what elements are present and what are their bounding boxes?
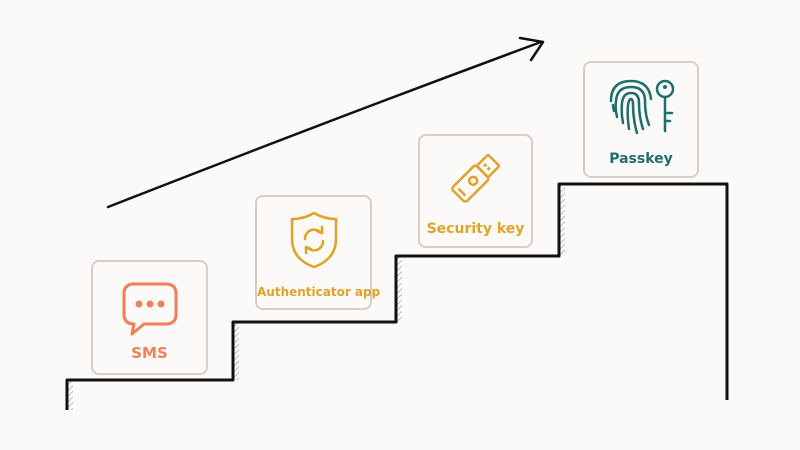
fingerprint-key-icon — [585, 71, 697, 139]
riser-hatch — [559, 184, 565, 256]
security-key-label: Security key — [426, 221, 525, 237]
progress-arrow — [106, 40, 543, 209]
shield-refresh-icon — [257, 209, 370, 271]
authenticator-app-card: Authenticator app — [255, 195, 381, 310]
sms-card: SMS — [91, 260, 208, 375]
riser-hatch — [396, 256, 402, 322]
chat-bubble-icon — [93, 280, 206, 338]
riser-hatch — [67, 380, 73, 410]
sms-label: SMS — [131, 344, 168, 362]
security-key-card: Security key — [418, 134, 533, 248]
passkey-card: Passkey — [583, 61, 699, 178]
arrow-head-icon — [518, 36, 545, 62]
authenticator-app-label: Authenticator app — [257, 285, 381, 299]
riser-hatch — [233, 322, 239, 380]
stairs-outline — [65, 182, 729, 410]
usb-key-icon — [420, 146, 531, 210]
passkey-label: Passkey — [609, 151, 673, 167]
